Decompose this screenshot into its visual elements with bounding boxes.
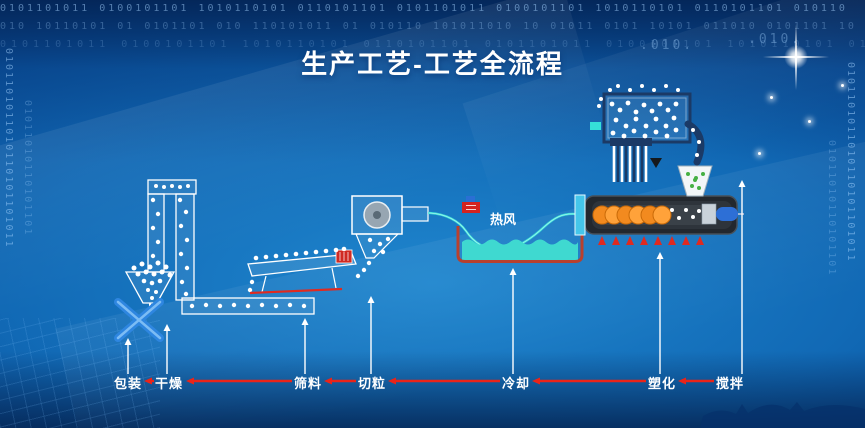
vibrating-sieve (247, 249, 357, 295)
heater-arrows (598, 236, 704, 245)
pointer-arrows (124, 180, 746, 374)
hot-air-label: 热风 (490, 212, 517, 227)
pelletizer (351, 195, 429, 259)
skyline-silhouette (700, 402, 865, 428)
packing-valve (114, 298, 164, 342)
hot-air-icon (462, 196, 480, 213)
hopper-granule-dots (686, 172, 705, 190)
grid-pattern (0, 318, 160, 428)
pelletizer-dots (355, 236, 391, 279)
extruder (574, 194, 744, 236)
page-title: 生产工艺-工艺全流程 (301, 49, 564, 79)
drying-pellet-dots (131, 184, 307, 309)
sieve-pellet-dots (253, 246, 347, 261)
extruder-material-dots (670, 208, 701, 220)
mixer-bubble-dots (597, 84, 701, 157)
cooling-bath (456, 226, 584, 263)
timeline-arrows (144, 377, 714, 385)
